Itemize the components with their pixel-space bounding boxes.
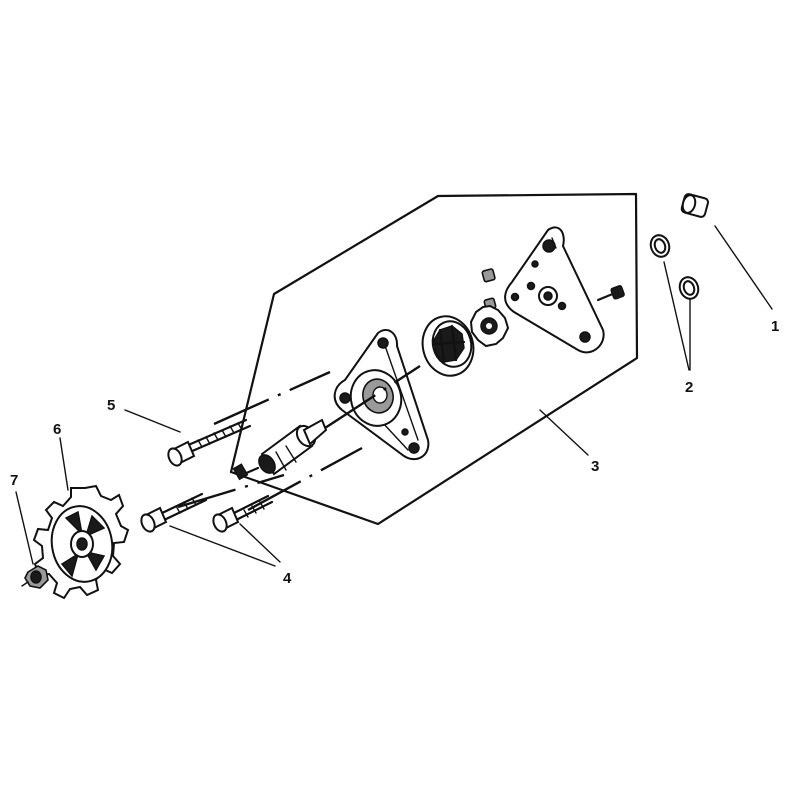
part-6-sprocket [32,484,130,600]
leader-1 [714,225,773,310]
cover-screw [596,285,625,302]
callout-1: 1 [771,318,779,335]
outer-rotor [421,315,475,377]
callout-2: 2 [685,379,693,396]
pump-cover-plate [504,226,605,354]
pump-body [333,328,430,461]
leader-7 [15,491,34,565]
inner-rotor [469,304,510,348]
centerline-lower-bolt [177,473,285,509]
leader-4b [239,523,281,563]
part-2-o-rings [649,234,700,300]
part-4-bolt-upper [140,492,208,533]
leader-5 [124,409,181,433]
callout-3: 3 [591,458,599,475]
part-1-dowel [680,193,710,218]
centerline-upper [213,370,331,426]
callout-4: 4 [283,570,292,587]
assembly-boundary-outline [229,192,639,526]
centerline-lower-bolt-2 [247,446,363,512]
leader-4a [169,525,276,567]
part-5-long-bolt [167,418,252,467]
leader-2a [663,261,690,371]
pump-shaft [232,418,328,481]
leader-3 [539,409,589,456]
callout-7: 7 [10,472,18,489]
leader-6 [59,437,69,491]
part-7-nut [21,565,49,589]
locating-pin-upper [481,268,496,283]
callout-5: 5 [107,397,115,414]
part-4-bolt-lower [212,494,274,533]
centerline-shaft [324,364,421,430]
callout-6: 6 [53,421,61,438]
